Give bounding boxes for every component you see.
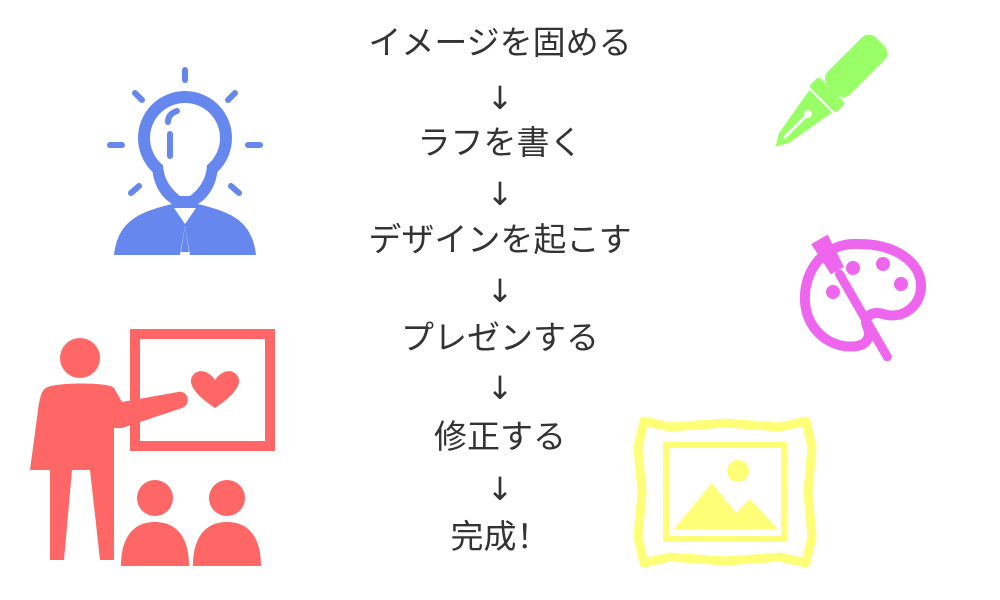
idea-person-icon (107, 67, 263, 255)
step-6-label: 完成！ (450, 517, 550, 556)
paint-palette-icon (799, 234, 926, 362)
step-4-label: プレゼンする (401, 318, 599, 357)
step-3-label: デザインを起こす (368, 220, 632, 259)
step-1-label: イメージを固める (368, 23, 632, 62)
flow-arrow: ↓ (486, 470, 514, 508)
fountain-pen-icon (775, 34, 888, 147)
flow-arrow: ↓ (486, 79, 514, 117)
step-5-label: 修正する (434, 417, 566, 456)
presentation-audience-icon (30, 329, 275, 566)
picture-frame-icon (633, 416, 817, 568)
flow-arrow: ↓ (486, 272, 514, 310)
process-flow: イメージを固める ↓ ラフを書く ↓ デザインを起こす ↓ プレゼンする ↓ 修… (300, 0, 700, 600)
flow-arrow: ↓ (486, 369, 514, 407)
step-2-label: ラフを書く (417, 123, 583, 162)
flow-arrow: ↓ (486, 175, 514, 213)
